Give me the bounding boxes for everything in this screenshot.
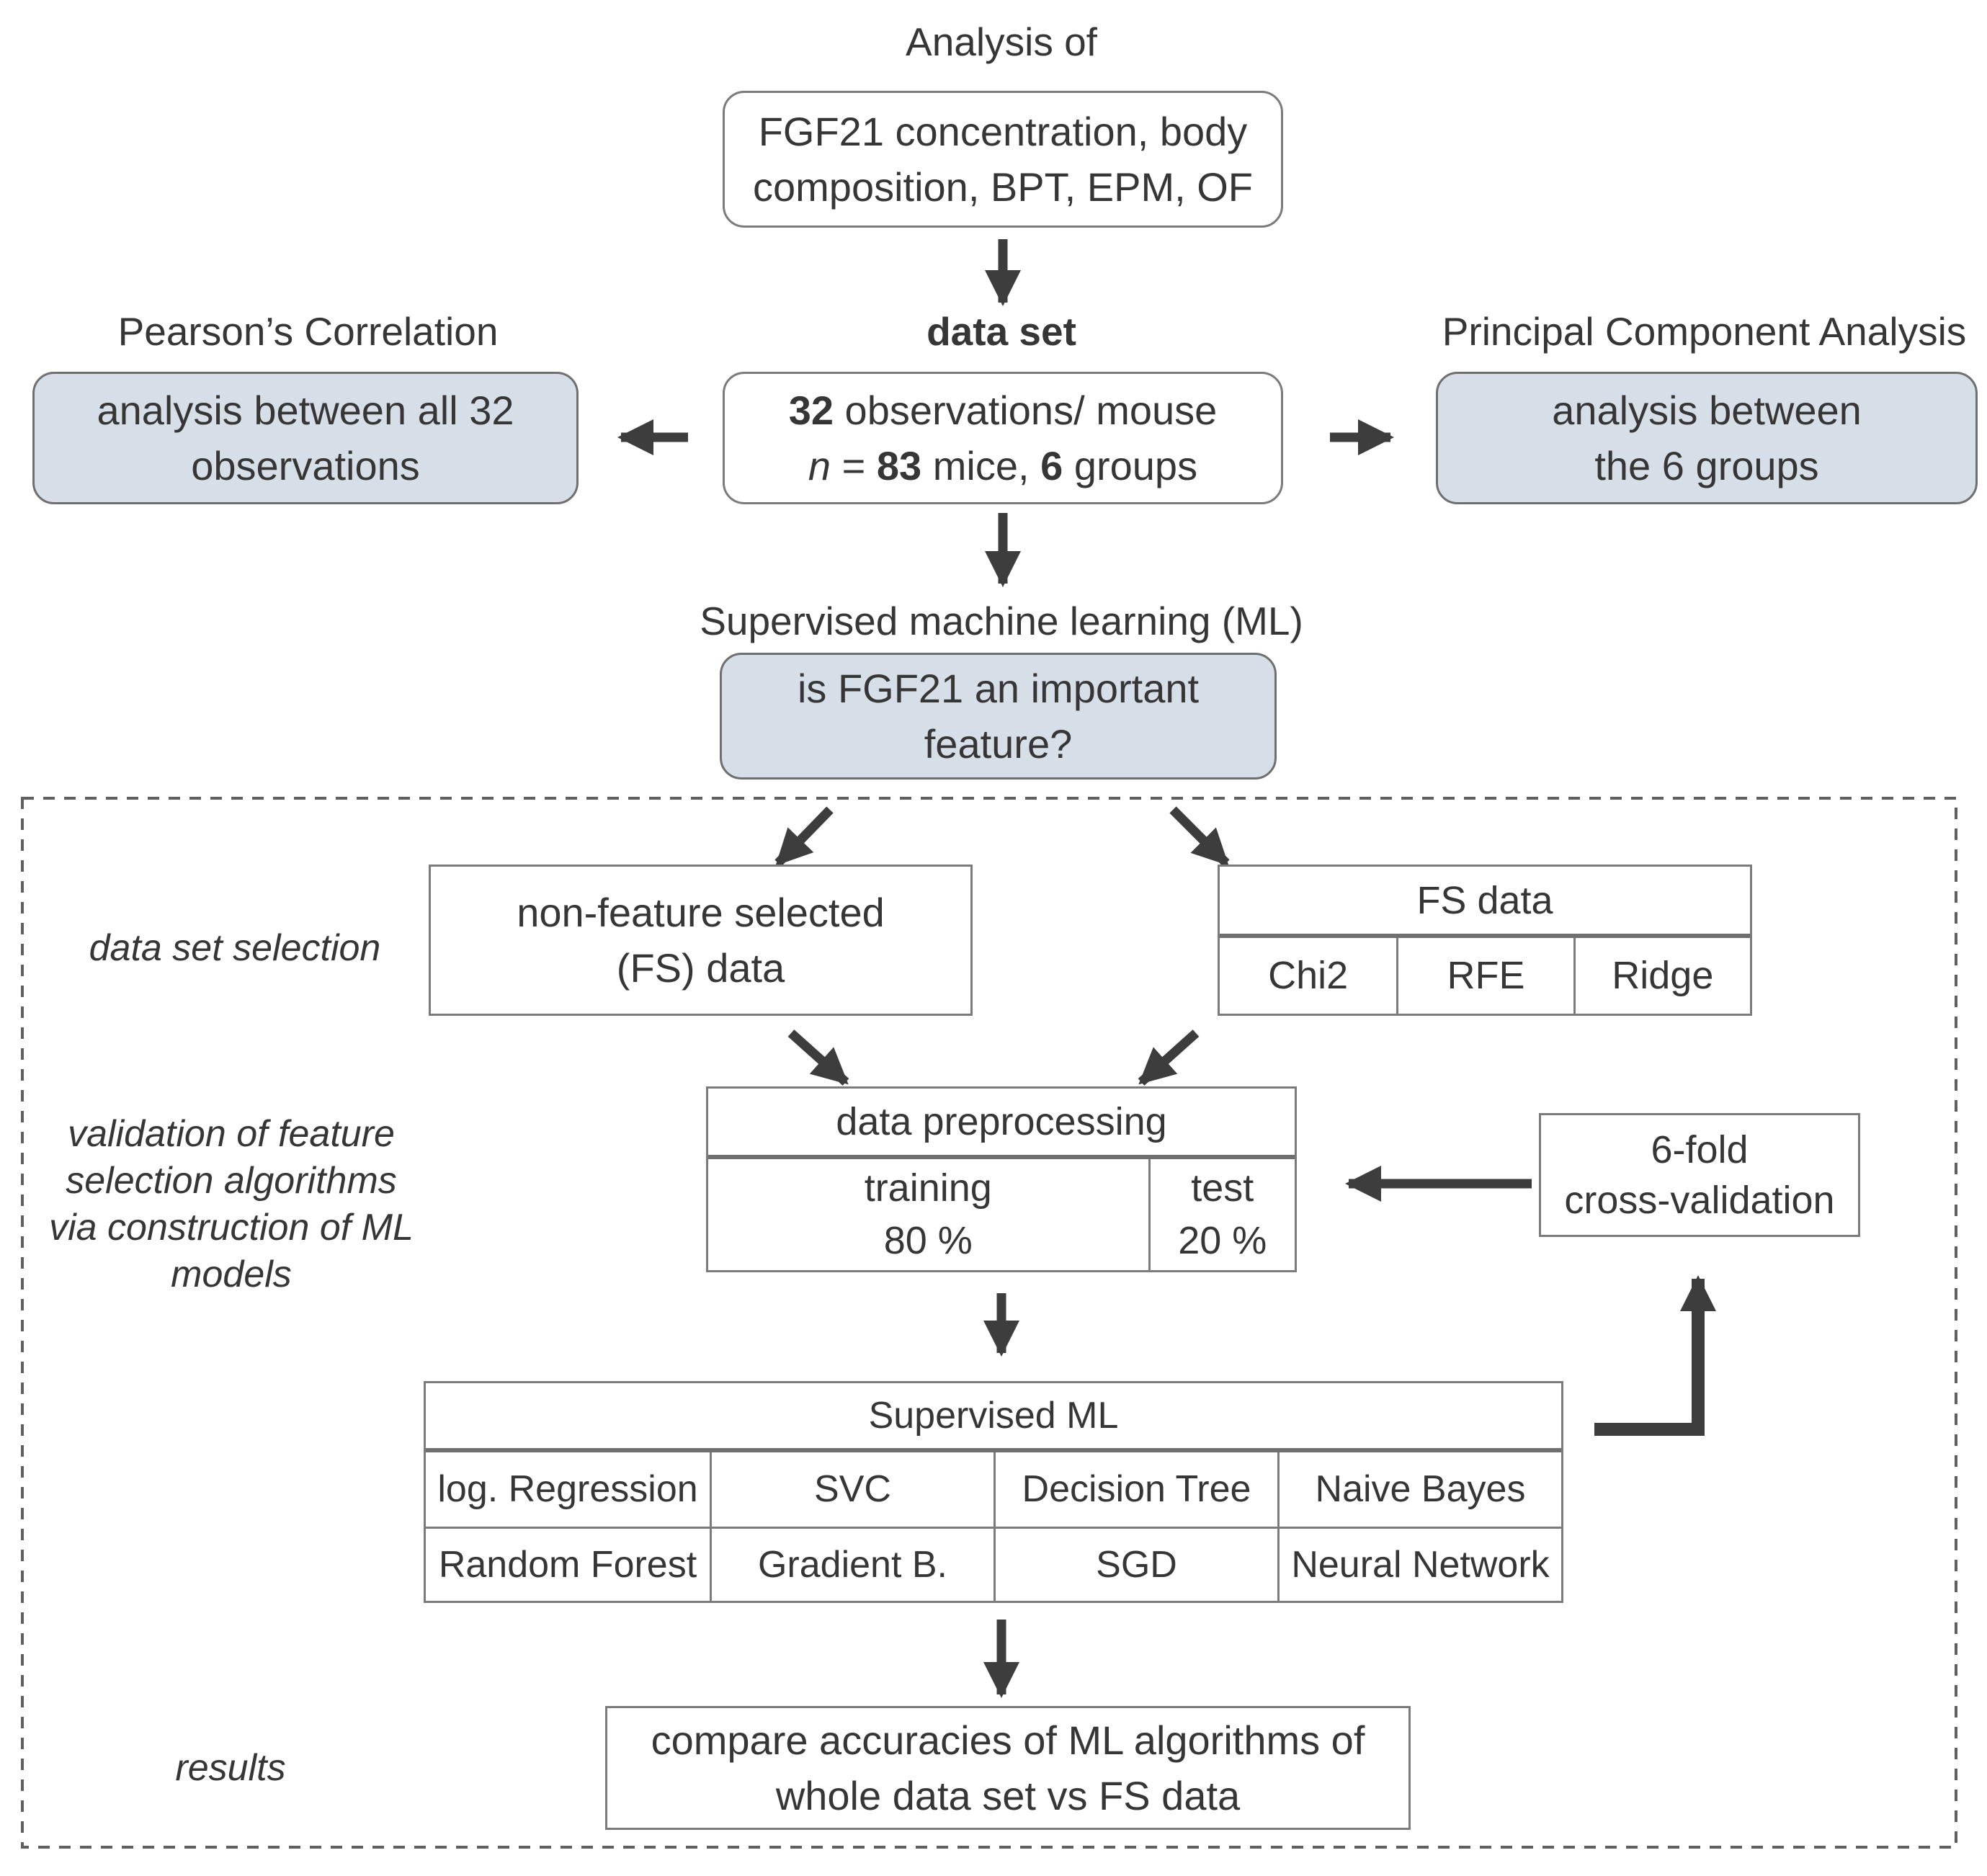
dataset-box: 32 observations/ mouse n = 83 mice, 6 gr… bbox=[723, 372, 1283, 504]
stage-label-results: results bbox=[175, 1747, 286, 1789]
preprocessing-header: data preprocessing bbox=[708, 1089, 1295, 1159]
alg-gradient-boosting: Gradient B. bbox=[710, 1527, 994, 1601]
arrow-fs-to-preprocessing bbox=[1138, 1029, 1200, 1086]
non-fs-line1: non-feature selected bbox=[517, 889, 885, 935]
training-label: training bbox=[864, 1166, 992, 1210]
arrow-sml-to-nonfs bbox=[774, 806, 834, 867]
fs-cell-ridge: Ridge bbox=[1573, 938, 1750, 1014]
dataset-box-line1: 32 observations/ mouse bbox=[789, 383, 1218, 438]
pearson-box: analysis between all 32 observations bbox=[32, 372, 579, 504]
pca-box-line2: the 6 groups bbox=[1594, 443, 1819, 488]
fs-cell-rfe: RFE bbox=[1396, 938, 1573, 1014]
pearson-title: Pearson’s Correlation bbox=[117, 309, 499, 354]
fs-cell-chi2: Chi2 bbox=[1268, 954, 1349, 998]
analysis-box-line2: composition, BPT, EPM, OF bbox=[753, 164, 1253, 210]
alg-decision-tree: Decision Tree bbox=[994, 1452, 1277, 1527]
pearson-box-line2: observations bbox=[191, 443, 420, 488]
dataset-box-line2: n = 83 mice, 6 groups bbox=[808, 438, 1197, 493]
validation-line2: selection algorithms bbox=[66, 1160, 397, 1202]
analysis-box-line1: FGF21 concentration, body bbox=[758, 108, 1248, 154]
groups-text: groups bbox=[1063, 443, 1198, 488]
training-cell: training 80 % bbox=[708, 1159, 1148, 1270]
validation-line1: validation of feature bbox=[68, 1113, 395, 1155]
supervised-ml-header: Supervised ML bbox=[426, 1383, 1561, 1452]
connector-supervised-to-crossvalidation bbox=[1594, 1275, 1716, 1436]
test-cell: test 20 % bbox=[1148, 1159, 1295, 1270]
non-fs-line2: (FS) data bbox=[616, 945, 785, 991]
supervised-ml-table: Supervised ML log. Regression SVC Decisi… bbox=[424, 1381, 1563, 1603]
results-line1: compare accuracies of ML algorithms of bbox=[651, 1717, 1365, 1763]
stage-label-validation: validation of feature selection algorith… bbox=[26, 1111, 437, 1298]
training-percent: 80 % bbox=[883, 1219, 973, 1262]
n-symbol: n bbox=[808, 443, 831, 488]
top-title: Analysis of bbox=[906, 19, 1097, 64]
groups-count: 6 bbox=[1040, 443, 1063, 488]
sml-question-line2: feature? bbox=[924, 721, 1073, 767]
pca-title: Principal Component Analysis bbox=[1442, 309, 1967, 354]
dashed-pipeline-region-border bbox=[21, 797, 1957, 1849]
observations-text: observations/ mouse bbox=[834, 387, 1218, 433]
alg-naive-bayes: Naive Bayes bbox=[1277, 1452, 1561, 1527]
cross-validation-box: 6-fold cross-validation bbox=[1539, 1113, 1860, 1237]
mice-count: 83 bbox=[876, 443, 922, 488]
test-percent: 20 % bbox=[1178, 1219, 1267, 1262]
fs-data-header: FS data bbox=[1220, 867, 1750, 938]
pca-box: analysis between the 6 groups bbox=[1436, 372, 1978, 504]
alg-sgd: SGD bbox=[994, 1527, 1277, 1601]
observations-count: 32 bbox=[788, 387, 834, 433]
test-label: test bbox=[1191, 1166, 1254, 1210]
dataset-label: data set bbox=[926, 309, 1076, 354]
fs-data-table: FS data Chi2 RFE Ridge bbox=[1218, 865, 1752, 1016]
validation-line3: via construction of ML bbox=[49, 1207, 414, 1249]
sml-title: Supervised machine learning (ML) bbox=[700, 599, 1303, 643]
arrow-nonfs-to-preprocessing bbox=[787, 1029, 849, 1086]
pca-box-line1: analysis between bbox=[1552, 387, 1862, 433]
equals-sign: = bbox=[831, 443, 877, 488]
stage-label-selection: data set selection bbox=[89, 927, 381, 969]
arrow-sml-to-fs bbox=[1169, 806, 1230, 867]
validation-line4: models bbox=[171, 1254, 292, 1295]
alg-neural-network: Neural Network bbox=[1277, 1527, 1561, 1601]
results-line2: whole data set vs FS data bbox=[775, 1773, 1241, 1818]
results-box: compare accuracies of ML algorithms of w… bbox=[605, 1706, 1411, 1830]
sml-question-line1: is FGF21 an important bbox=[797, 665, 1200, 711]
sml-question-box: is FGF21 an important feature? bbox=[720, 653, 1277, 780]
alg-log-regression: log. Regression bbox=[437, 1468, 698, 1511]
non-fs-box: non-feature selected (FS) data bbox=[429, 865, 973, 1016]
analysis-box: FGF21 concentration, body composition, B… bbox=[723, 91, 1283, 228]
pearson-box-line1: analysis between all 32 bbox=[97, 387, 514, 433]
cross-validation-line1: 6-fold bbox=[1651, 1127, 1749, 1171]
mice-text: mice, bbox=[921, 443, 1041, 488]
preprocessing-table: data preprocessing training 80 % test 20… bbox=[706, 1086, 1297, 1272]
alg-svc: SVC bbox=[710, 1452, 994, 1527]
cross-validation-line2: cross-validation bbox=[1564, 1179, 1835, 1222]
alg-random-forest: Random Forest bbox=[426, 1527, 710, 1601]
